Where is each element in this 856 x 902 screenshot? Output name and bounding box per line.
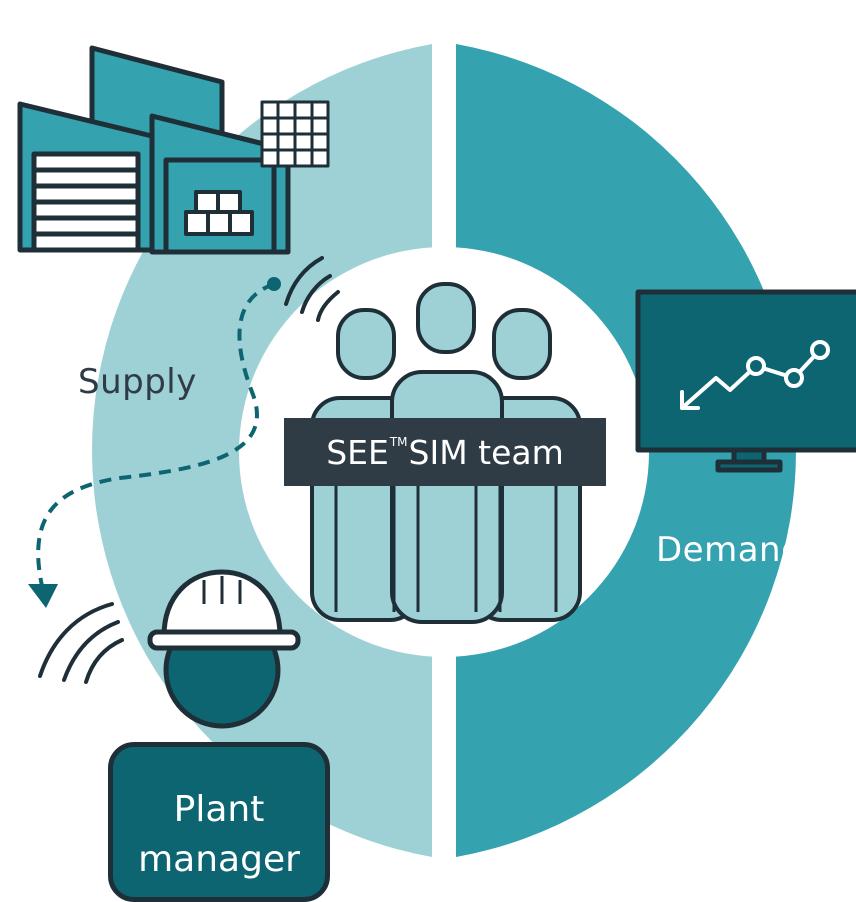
team-brand: SEE <box>326 432 389 472</box>
connector-start-dot <box>267 277 281 291</box>
monitor-icon <box>635 289 856 473</box>
connector-dashed-arrow <box>36 282 275 587</box>
team-suffix: SIM team <box>408 432 564 472</box>
trademark-symbol: TM <box>389 435 408 449</box>
warehouse-icon <box>17 45 330 255</box>
supply-label: Supply <box>78 362 197 402</box>
plant-manager-box: Plant manager <box>108 742 330 902</box>
plant-manager-line2: manager <box>138 839 300 880</box>
connector-arrowhead <box>28 584 58 608</box>
diagram-graphic <box>17 44 856 857</box>
demand-label: Demand <box>656 530 804 570</box>
plant-manager-line1: Plant <box>173 789 265 830</box>
signal-waves-manager <box>38 602 124 684</box>
trend-chart-icon <box>680 340 830 410</box>
plant-manager-icon <box>147 569 301 729</box>
signal-waves-team <box>284 256 340 322</box>
